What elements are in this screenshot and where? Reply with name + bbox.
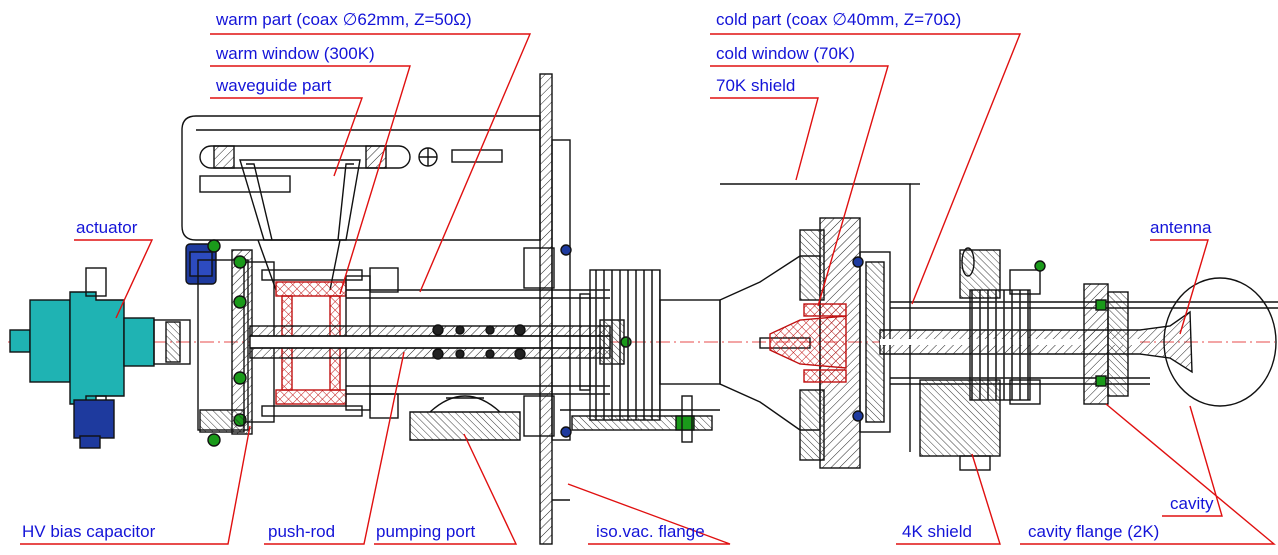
label-actuator: actuator bbox=[76, 218, 138, 237]
leader-cavity bbox=[1162, 405, 1223, 517]
warm-coax bbox=[346, 267, 610, 419]
leader-iso-vac bbox=[567, 483, 731, 545]
actuator-body bbox=[9, 267, 155, 449]
label-waveguide-part: waveguide part bbox=[216, 76, 332, 95]
cavity-shape bbox=[1163, 277, 1277, 407]
leader-4k-shield bbox=[896, 453, 1001, 545]
leader-antenna bbox=[1150, 239, 1209, 335]
label-pumping-port: pumping port bbox=[376, 522, 476, 541]
label-70k-shield: 70K shield bbox=[716, 76, 796, 95]
leader-warm-window bbox=[210, 65, 411, 295]
label-iso-vac-flange: iso.vac. flange bbox=[596, 522, 705, 541]
label-cavity-flange: cavity flange (2K) bbox=[1028, 522, 1160, 541]
label-hv-bias-capacitor: HV bias capacitor bbox=[22, 522, 156, 541]
pumping-port bbox=[409, 395, 521, 441]
cold-bellows bbox=[919, 247, 1046, 471]
leader-hv-bias bbox=[20, 425, 251, 545]
shield-70k bbox=[720, 183, 920, 452]
leader-push-rod bbox=[264, 351, 405, 545]
cold-window bbox=[769, 217, 891, 469]
leader-actuator bbox=[74, 239, 154, 319]
leader-waveguide-part bbox=[210, 97, 363, 177]
leader-pumping-port bbox=[374, 433, 518, 545]
label-cold-part: cold part (coax ∅40mm, Z=70Ω) bbox=[716, 10, 962, 29]
push-rod-assembly bbox=[249, 319, 632, 365]
label-cavity: cavity bbox=[1170, 494, 1214, 513]
label-warm-part: warm part (coax ∅62mm, Z=50Ω) bbox=[216, 10, 472, 29]
label-push-rod: push-rod bbox=[268, 522, 336, 541]
cavity-flange-part bbox=[1083, 283, 1129, 405]
iso-vac-flange-plate bbox=[523, 73, 572, 545]
label-warm-window: warm window (300K) bbox=[216, 44, 375, 63]
label-4k-shield: 4K shield bbox=[902, 522, 972, 541]
leader-cold-window bbox=[710, 65, 889, 307]
label-cold-window: cold window (70K) bbox=[716, 44, 855, 63]
leader-warm-part bbox=[210, 33, 532, 293]
leader-cavity-flange bbox=[1020, 403, 1276, 545]
leader-70k-shield bbox=[710, 97, 819, 181]
leader-cold-part bbox=[710, 33, 1022, 305]
cold-coax bbox=[879, 301, 1278, 385]
label-antenna: antenna bbox=[1150, 218, 1212, 237]
warm-bellows bbox=[560, 269, 720, 443]
